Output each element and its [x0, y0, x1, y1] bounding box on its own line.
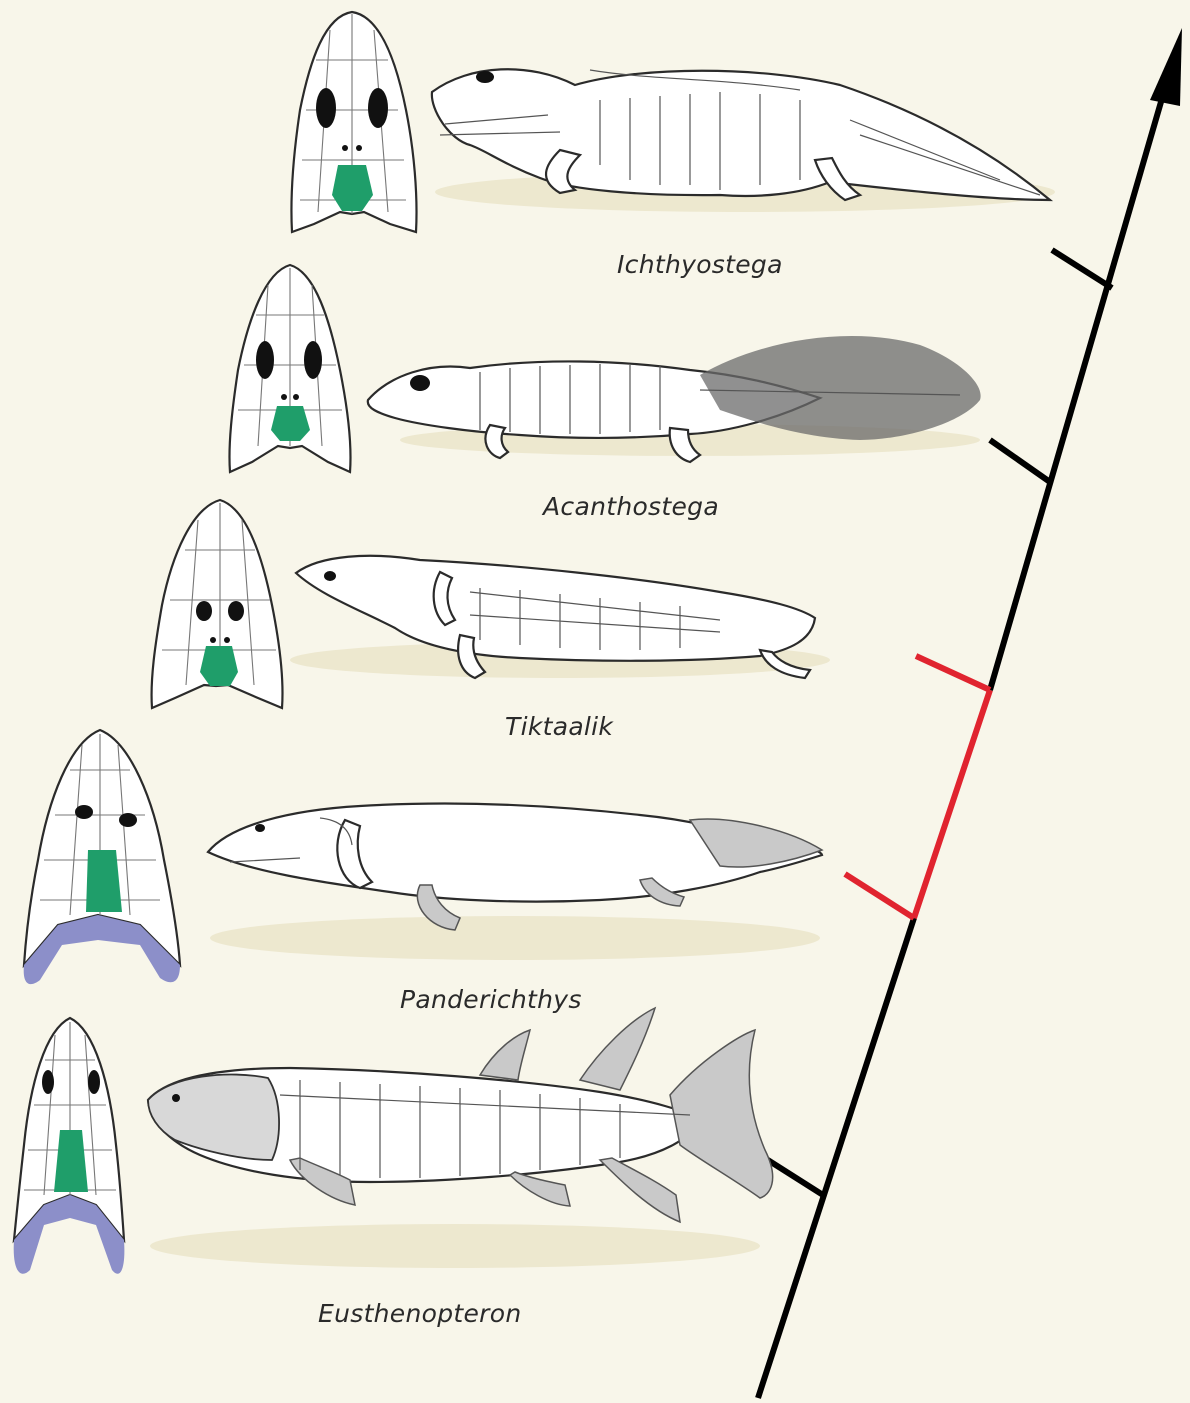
- arrow-head-icon: [1150, 28, 1182, 106]
- skull-green-region: [54, 1130, 88, 1192]
- skull-ichthyostega: [291, 12, 416, 232]
- taxon-panderichthys: Panderichthys: [24, 730, 822, 1014]
- branch-tick-acanthostega: [990, 440, 1050, 482]
- orbit-right: [119, 813, 137, 827]
- branch-tick-tiktaalik: [916, 656, 990, 690]
- label-ichthyostega: Ichthyostega: [617, 250, 783, 279]
- orbit-left: [316, 88, 336, 128]
- branch-tick-ichthyostega: [1052, 250, 1112, 288]
- orbit-right: [88, 1070, 100, 1094]
- animal-tiktaalik: [290, 556, 830, 678]
- taxon-tiktaalik: Tiktaalik: [152, 500, 830, 741]
- skull-eusthenopteron: [14, 1018, 125, 1274]
- label-panderichthys: Panderichthys: [400, 985, 582, 1014]
- taxon-eusthenopteron: Eusthenopteron: [14, 1008, 773, 1328]
- tree-trunk: [758, 918, 914, 1398]
- orbit-left: [75, 805, 93, 819]
- orbit-left: [196, 601, 212, 621]
- taxon-acanthostega: Acanthostega: [229, 265, 980, 521]
- orbit-right: [368, 88, 388, 128]
- skull-green-region: [86, 850, 122, 912]
- label-acanthostega: Acanthostega: [541, 492, 719, 521]
- label-eusthenopteron: Eusthenopteron: [318, 1299, 522, 1328]
- phylogeny-tree: [758, 28, 1182, 1398]
- skull-tiktaalik: [152, 500, 283, 708]
- skull-panderichthys: [24, 730, 180, 984]
- animal-acanthostega: [368, 336, 981, 462]
- orbit-right: [228, 601, 244, 621]
- animal-panderichthys: [208, 804, 822, 960]
- orbit-left: [42, 1070, 54, 1094]
- skull-acanthostega: [229, 265, 350, 472]
- animal-eusthenopteron: [148, 1008, 773, 1268]
- orbit-left: [256, 341, 274, 379]
- orbit-right: [304, 341, 322, 379]
- tree-trunk-highlight: [914, 690, 990, 918]
- skull-green-region: [271, 406, 310, 441]
- label-tiktaalik: Tiktaalik: [505, 712, 614, 741]
- taxon-ichthyostega: Ichthyostega: [291, 12, 1055, 279]
- branch-tick-panderichthys: [845, 874, 914, 918]
- animal-ichthyostega: [432, 69, 1055, 212]
